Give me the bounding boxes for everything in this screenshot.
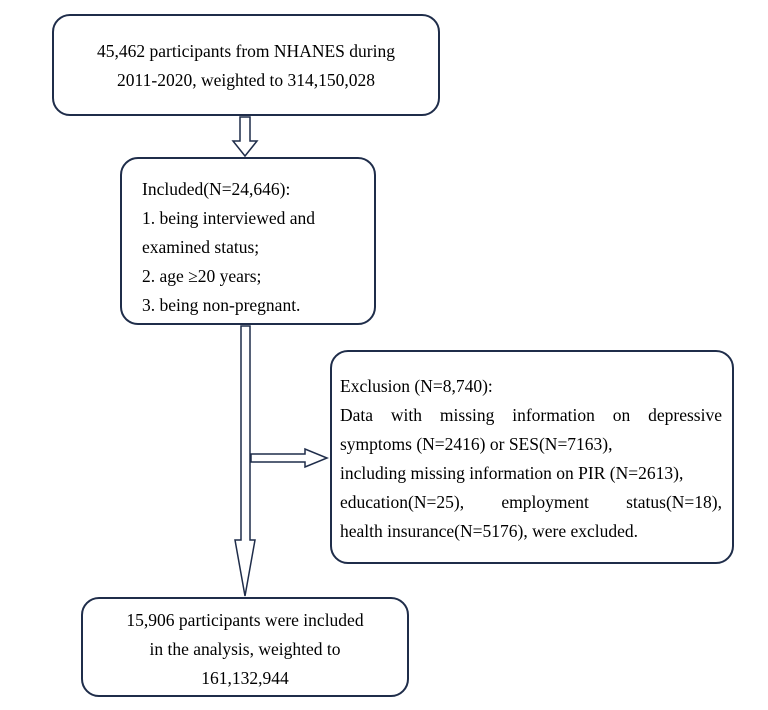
down-arrow-source-to-included [231, 116, 259, 158]
included-line-1: Included(N=24,646): [142, 179, 291, 199]
source-line-1: 45,462 participants from NHANES during [97, 41, 395, 61]
exclusion-criteria-box: Exclusion (N=8,740): Data with missing i… [330, 350, 734, 564]
exclusion-line-5: education(N=25), employment status(N=18)… [340, 492, 722, 512]
down-arrow-included-to-final [234, 325, 256, 597]
included-line-2: 1. being interviewed and [142, 208, 316, 228]
final-sample-box: 15,906 participants were included in the… [81, 597, 409, 697]
exclusion-line-4: including missing information on PIR (N=… [340, 463, 684, 483]
included-line-3: examined status; [142, 237, 260, 257]
included-line-4: 2. age ≥20 years; [142, 266, 262, 286]
final-line-1: 15,906 participants were included [126, 610, 364, 630]
exclusion-line-2: Data with missing information on depress… [340, 405, 722, 425]
source-population-box: 45,462 participants from NHANES during 2… [52, 14, 440, 116]
exclusion-line-3: symptoms (N=2416) or SES(N=7163), [340, 434, 613, 454]
source-line-2: 2011-2020, weighted to 314,150,028 [117, 70, 375, 90]
final-line-3: 161,132,944 [201, 668, 289, 688]
final-line-2: in the analysis, weighted to [149, 639, 341, 659]
included-line-5: 3. being non-pregnant. [142, 295, 301, 315]
right-arrow-to-exclusion [250, 447, 329, 469]
inclusion-criteria-box: Included(N=24,646): 1. being interviewed… [120, 157, 376, 325]
exclusion-line-6: health insurance(N=5176), were excluded. [340, 521, 639, 541]
exclusion-line-1: Exclusion (N=8,740): [340, 376, 493, 396]
